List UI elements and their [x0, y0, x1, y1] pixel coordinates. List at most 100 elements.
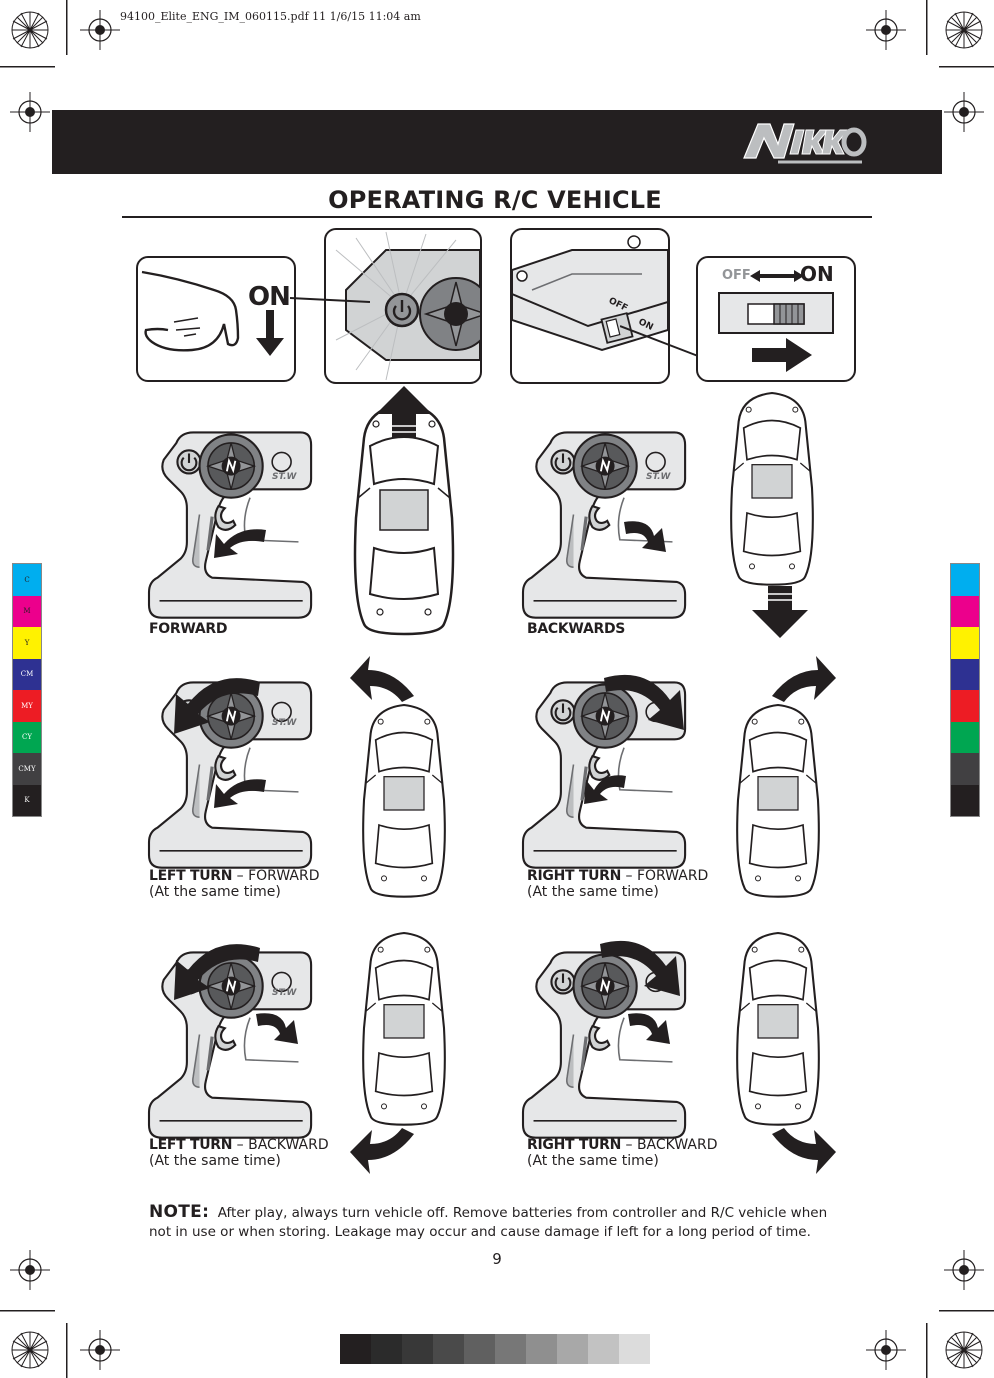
leader-line	[620, 325, 699, 357]
car-right-backward-icon	[735, 931, 821, 1126]
crop-mark	[926, 0, 928, 55]
gray-swatch	[340, 1334, 371, 1364]
arrow-right-icon	[752, 338, 812, 372]
color-swatch: MY	[13, 690, 41, 722]
chassis-underside-icon	[512, 235, 668, 352]
registration-mark-icon	[10, 92, 50, 132]
crop-mark	[939, 1310, 994, 1312]
color-swatch: CMY	[13, 753, 41, 785]
crop-mark	[939, 66, 994, 68]
caption-forward: FORWARD	[149, 621, 228, 637]
trigger-push-arrow-icon	[256, 1013, 298, 1044]
controller-badge: ST.W	[272, 472, 297, 482]
caption-right-forward: RIGHT TURN – FORWARD(At the same time)	[527, 868, 709, 900]
controller-badge: ST.W	[272, 718, 297, 728]
gray-swatch	[588, 1334, 619, 1364]
color-swatch: CY	[13, 721, 41, 753]
gray-swatch	[371, 1334, 402, 1364]
double-arrow-icon	[750, 270, 804, 282]
reverse-right-arrow-icon	[772, 1128, 836, 1174]
trigger-pull-arrow-icon	[214, 779, 266, 808]
controller-badge: ST.W	[646, 472, 671, 482]
star-target-icon	[944, 10, 984, 50]
slide-switch-icon	[718, 292, 834, 334]
color-swatch: K	[13, 784, 41, 816]
gray-swatch	[557, 1334, 588, 1364]
color-swatch	[951, 627, 979, 659]
nikko-logo	[743, 123, 867, 164]
color-bar-right	[950, 563, 980, 817]
star-target-icon	[10, 10, 50, 50]
press-on-label: ON	[248, 282, 291, 312]
registration-mark-icon	[866, 1330, 906, 1370]
caption-right-backward: RIGHT TURN – BACKWARD(At the same time)	[527, 1137, 718, 1169]
hand-pressing-icon	[141, 270, 284, 356]
color-swatch: CM	[13, 658, 41, 690]
color-swatch	[951, 595, 979, 627]
crop-mark	[0, 66, 55, 68]
gray-swatch	[433, 1334, 464, 1364]
crop-mark	[66, 0, 68, 55]
note-text: After play, always turn vehicle off. Rem…	[149, 1205, 828, 1240]
trigger-pull-arrow-icon	[214, 529, 266, 558]
controller-closeup-icon	[335, 231, 480, 381]
trigger-pull-arrow-icon	[584, 775, 626, 804]
reverse-left-arrow-icon	[350, 1128, 414, 1174]
turn-left-arrow-icon	[350, 656, 414, 702]
note-label: NOTE:	[149, 1202, 210, 1222]
gray-swatch	[495, 1334, 526, 1364]
gray-swatch	[619, 1334, 650, 1364]
slug-line: 94100_Elite_ENG_IM_060115.pdf 11 1/6/15 …	[120, 10, 421, 23]
car-backwards-icon	[729, 391, 815, 586]
chassis-switch-panel: OFF ON	[510, 228, 670, 384]
color-swatch	[951, 690, 979, 722]
car-left-backward-icon	[361, 931, 447, 1126]
registration-mark-icon	[80, 10, 120, 50]
color-swatch	[951, 564, 979, 596]
arrow-up-icon	[376, 386, 432, 438]
registration-mark-icon	[10, 1250, 50, 1290]
grayscale-strip	[340, 1334, 650, 1364]
turn-right-arrow-icon	[772, 656, 836, 702]
wheel-right-arrow-icon	[604, 674, 684, 730]
controller-closeup-panel	[324, 228, 482, 384]
color-swatch	[951, 753, 979, 785]
wheel-left-arrow-icon	[174, 944, 260, 1000]
leader-line	[290, 297, 370, 303]
crop-mark	[0, 1310, 55, 1312]
crop-mark	[66, 1323, 68, 1378]
color-swatch	[951, 721, 979, 753]
crop-mark	[926, 1323, 928, 1378]
gray-swatch	[402, 1334, 433, 1364]
switch-detail-panel: OFF ON	[696, 256, 856, 382]
star-target-icon	[944, 1330, 984, 1370]
press-power-panel: ON	[136, 256, 296, 382]
switch-off-label: OFF	[722, 268, 751, 283]
star-target-icon	[10, 1330, 50, 1370]
caption-left-forward: LEFT TURN – FORWARD(At the same time)	[149, 868, 320, 900]
color-swatch	[951, 658, 979, 690]
trigger-push-arrow-icon	[624, 521, 666, 552]
color-bar-left: C M Y CM MY CY CMY K	[12, 563, 42, 817]
page-title: OPERATING R/C VEHICLE	[328, 186, 662, 214]
wheel-left-arrow-icon	[174, 678, 260, 734]
caption-left-backward: LEFT TURN – BACKWARD(At the same time)	[149, 1137, 329, 1169]
controller-badge: ST.W	[272, 988, 297, 998]
registration-mark-icon	[80, 1330, 120, 1370]
trigger-push-arrow-icon	[628, 1013, 670, 1044]
gray-swatch	[526, 1334, 557, 1364]
color-swatch	[951, 784, 979, 816]
registration-mark-icon	[944, 92, 984, 132]
arrow-down-icon	[752, 586, 808, 638]
wheel-right-arrow-icon	[600, 940, 680, 996]
caption-backwards: BACKWARDS	[527, 621, 626, 637]
color-swatch: C	[13, 564, 41, 596]
color-swatch: M	[13, 595, 41, 627]
title-rule	[122, 216, 872, 218]
switch-on-label: ON	[800, 262, 834, 286]
gray-swatch	[464, 1334, 495, 1364]
color-swatch: Y	[13, 627, 41, 659]
page-number: 9	[492, 1250, 502, 1268]
care-note: NOTE: After play, always turn vehicle of…	[149, 1203, 839, 1242]
registration-mark-icon	[866, 10, 906, 50]
